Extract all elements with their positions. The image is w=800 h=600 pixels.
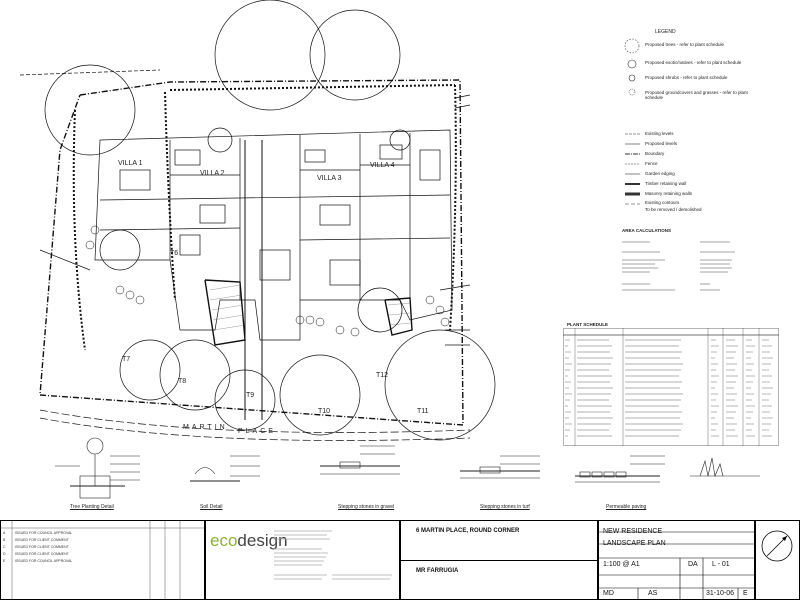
- legend-item: Proposed trees - refer to plant schedule: [645, 42, 725, 47]
- revision-description: ISSUED FOR CLIENT COMMENT: [15, 552, 69, 556]
- logo-eco: eco: [210, 531, 238, 550]
- area-title: AREA CALCULATIONS: [622, 228, 671, 233]
- address-divider: [400, 560, 598, 561]
- legend-item: Existing contours: [645, 200, 680, 205]
- tree-label: T8: [178, 378, 187, 385]
- company-details: [274, 530, 392, 580]
- detail-caption: Tree Planting Detail: [70, 504, 114, 510]
- ecodesign-logo: ecodesign: [210, 531, 288, 551]
- legend-item: To be removed / demolished: [645, 207, 702, 212]
- site-boundary: [39, 79, 464, 426]
- revision-description: ISSUED FOR CLIENT COMMENT: [15, 538, 69, 542]
- logo-design: design: [237, 531, 288, 550]
- construction-details: [55, 437, 760, 499]
- revision-letter: E: [743, 590, 748, 597]
- legend-item: Masonry retaining walls: [645, 191, 693, 196]
- project-address: 6 MARTIN PLACE, ROUND CORNER: [416, 528, 520, 534]
- villa-label: VILLA 1: [118, 160, 143, 167]
- revision-letter-cell: D: [3, 552, 6, 556]
- north-arrow-icon: [761, 530, 793, 562]
- tree-label: T12: [376, 372, 389, 379]
- revision-letter-cell: A: [3, 531, 6, 535]
- plant-schedule-table: [563, 328, 779, 446]
- drawing-date: 31-10-06: [706, 590, 735, 597]
- street-label-place: PLACE: [238, 428, 276, 435]
- revision-letter-cell: C: [3, 545, 6, 549]
- legend-title: LEGEND: [655, 29, 676, 35]
- villa-label: VILLA 4: [370, 162, 395, 169]
- drawing-title: LANDSCAPE PLAN: [603, 540, 666, 547]
- tree-label: T11: [417, 408, 429, 415]
- detail-caption: Stepping stones in gravel: [338, 504, 395, 510]
- tree-canopy: [99, 229, 141, 271]
- tree-canopy: [214, 369, 276, 431]
- legend-item: Boundary: [645, 151, 665, 156]
- project-name: NEW RESIDENCE: [603, 528, 663, 535]
- legend-item: Garden edging: [645, 171, 675, 176]
- drawing-scale: 1:100 @ A1: [603, 561, 640, 568]
- legend-item: Proposed levels: [645, 141, 678, 146]
- legend-item: Existing levels: [645, 131, 674, 136]
- plant-schedule-title: PLANT SCHEDULE: [567, 322, 609, 327]
- sheet-number: L - 01: [712, 561, 730, 568]
- legend-item: Timber retaining wall: [645, 181, 687, 186]
- tree-canopy: [357, 287, 403, 333]
- legend-item: Proposed exotic/natives - refer to plant…: [645, 60, 742, 65]
- tree-canopy: [159, 339, 231, 411]
- revision-description: ISSUED FOR COUNCIL APPROVAL: [15, 531, 73, 535]
- tree-canopy: [309, 9, 401, 101]
- tree-label: T10: [318, 408, 331, 415]
- revision-description: ISSUED FOR COUNCIL APPROVAL: [15, 559, 73, 563]
- tree-canopy: [44, 64, 136, 156]
- revisions-grid: [0, 520, 205, 600]
- drawn-by: DA: [688, 561, 698, 568]
- tree-canopy: [119, 339, 181, 401]
- street-label-martin: MARTIN: [183, 424, 228, 431]
- tree-label: T7: [122, 356, 131, 363]
- legend-item: Fence: [645, 161, 658, 166]
- project-info-grid: [598, 531, 755, 600]
- detail-caption: Stepping stones in turf: [480, 504, 530, 510]
- revision-letter-cell: E: [3, 559, 6, 563]
- detail-caption: Soil Detail: [200, 504, 223, 510]
- villa-label: VILLA 3: [317, 175, 342, 182]
- tree-canopy: [389, 129, 411, 151]
- tree-canopy: [384, 329, 496, 441]
- tree-label: T9: [246, 392, 255, 399]
- designer: MD: [603, 590, 614, 597]
- building-outline: [94, 129, 453, 341]
- tree-label: T6: [170, 250, 179, 257]
- detail-caption: Permeable paving: [606, 504, 647, 510]
- legend-item: Proposed groundcovers and grasses - refe…: [645, 90, 748, 100]
- legend-symbols: [624, 38, 640, 205]
- tree-canopy: [207, 127, 233, 153]
- legend-item: Proposed shrubs - refer to plant schedul…: [645, 75, 728, 80]
- revision-letter-cell: B: [3, 538, 6, 542]
- tree-canopy: [214, 0, 326, 111]
- revision-description: ISSUED FOR CLIENT COMMENT: [15, 545, 69, 549]
- checked-by: AS: [648, 590, 658, 597]
- client-name: MR FARRUGIA: [416, 568, 459, 574]
- villa-label: VILLA 2: [200, 170, 225, 177]
- area-calcs-lines: [622, 241, 735, 291]
- tree-canopy: [279, 354, 361, 436]
